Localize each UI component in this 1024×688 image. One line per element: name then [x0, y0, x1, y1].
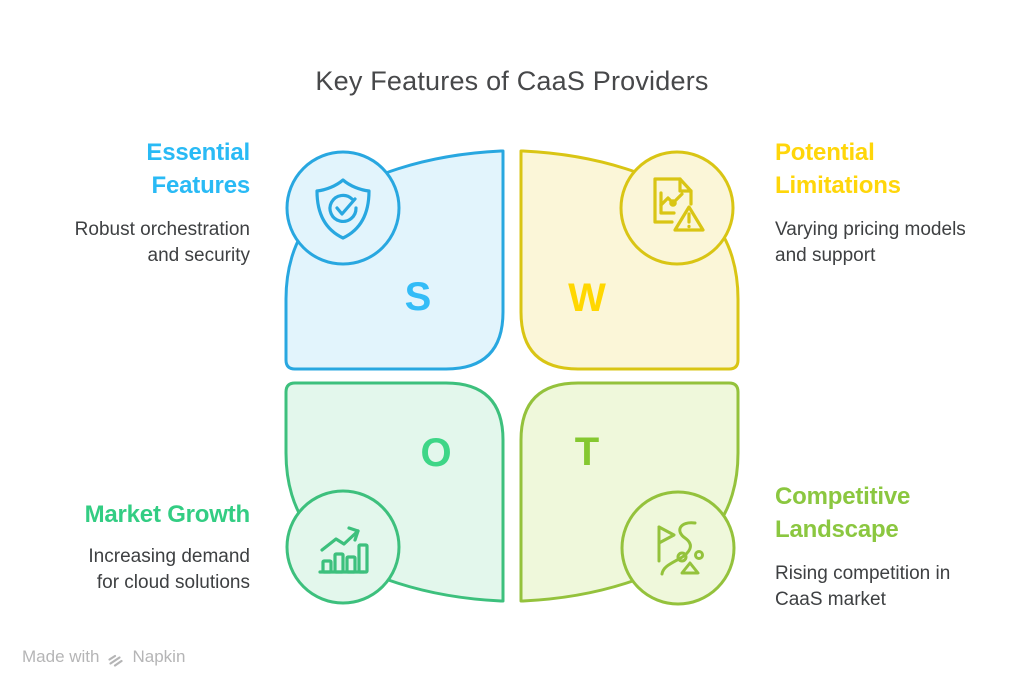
- shield-check-icon: [315, 178, 371, 240]
- weaknesses-description: Varying pricing models and support: [775, 219, 966, 267]
- weaknesses-text-block: Potential Limitations Varying pricing mo…: [775, 136, 1005, 269]
- weaknesses-icon-circle: [619, 150, 735, 266]
- opportunities-description: Increasing demand for cloud solutions: [88, 546, 250, 594]
- opportunities-icon-circle: [285, 489, 401, 605]
- strengths-description: Robust orchestration and security: [74, 219, 250, 267]
- threats-description: Rising competition in CaaS market: [775, 563, 951, 611]
- strengths-letter: S: [405, 275, 432, 319]
- threats-letter: T: [575, 430, 599, 474]
- threats-icon-circle: [620, 490, 736, 606]
- napkin-brand-label: Napkin: [132, 647, 186, 666]
- growth-chart-icon: [318, 526, 369, 574]
- milestone-path-icon: [657, 521, 704, 576]
- strengths-quadrant: S: [284, 149, 505, 371]
- threats-quadrant: T: [519, 381, 740, 606]
- made-with-label: Made with: [22, 647, 100, 666]
- threats-heading: Competitive Landscape: [775, 483, 911, 544]
- opportunities-text-block: Market Growth Increasing demand for clou…: [0, 498, 251, 596]
- napkin-logo-icon: [108, 654, 124, 667]
- opportunities-heading: Market Growth: [84, 501, 251, 528]
- weaknesses-quadrant: W: [519, 149, 740, 371]
- footer-credit: Made with Napkin: [22, 647, 185, 667]
- document-warning-icon: [653, 177, 705, 232]
- threats-text-block: Competitive Landscape Rising competition…: [775, 480, 1005, 613]
- weaknesses-heading: Potential Limitations: [775, 139, 901, 200]
- opportunities-quadrant: O: [284, 381, 505, 605]
- page-title: Key Features of CaaS Providers: [315, 66, 709, 96]
- strengths-heading: Essential Features: [146, 139, 250, 200]
- weaknesses-letter: W: [568, 276, 606, 320]
- strengths-icon-circle: [285, 150, 401, 266]
- strengths-text-block: Essential Features Robust orchestration …: [10, 136, 251, 269]
- opportunities-letter: O: [420, 431, 451, 475]
